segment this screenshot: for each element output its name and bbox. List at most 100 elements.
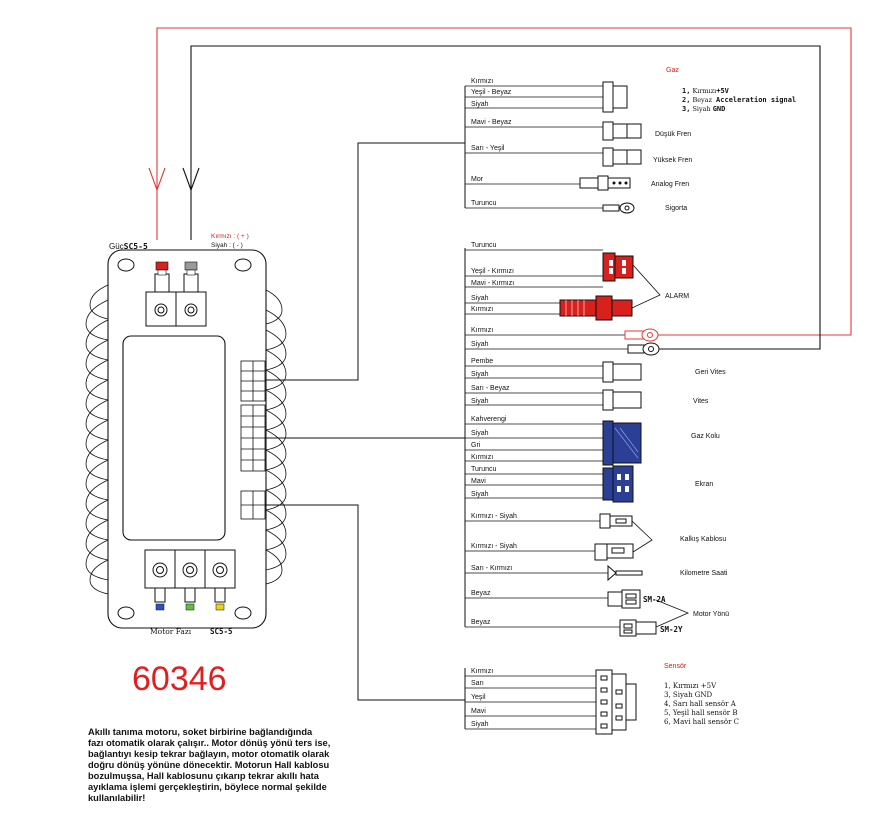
sensor-pin-list: 1, Kırmızı +5V 3, Siyah GND 4, Sarı hall… [664,682,739,726]
kalkis-connector-2 [594,543,634,561]
wire-label: Siyah [471,371,489,378]
gaz-connector [602,81,628,113]
power-polarity-red: Kırmızı : ( + ) [211,233,249,240]
wire-label: Yeşil [471,694,486,701]
motor-yonu-bracket [655,599,690,628]
wire-label: Kırmızı - Siyah [471,513,517,520]
negative-terminal-cap [184,261,198,271]
wire-label: Siyah [471,430,489,437]
model-number: 60346 [132,660,227,698]
wire-label: Turuncu [471,200,497,207]
sigorta-connector [602,202,635,214]
geri-vites-connector [602,361,642,383]
motor-phase-label: Motor Fazı [150,627,192,636]
wire-label: Kırmızı - Siyah [471,543,517,550]
vites-label: Vites [693,398,709,405]
wire-label: Yeşil - Kırmızı [471,268,514,275]
wire-label: Mor [471,176,484,183]
wire-label: Kırmızı [471,454,493,461]
sm-2y-connector [619,619,657,637]
motor-phase-code: SC5-5 [210,627,233,636]
svg-text:6, Mavi hall sensör C: 6, Mavi hall sensör C [664,718,739,726]
controller-fins [85,284,287,595]
wire-label: Sarı [471,680,484,687]
power-wires [148,27,852,350]
gaz-kolu-connector [602,420,642,466]
controller-panel [122,335,226,541]
sensor-title: Sensör [664,663,687,670]
black-power-wire [190,45,821,350]
alarm-bracket [631,264,661,309]
vites-connector [602,389,642,411]
sm-2a-label: SM-2A [643,595,666,604]
description-text: Akıllı tanıma motoru, soket birbirine ba… [88,727,331,803]
kilometre-connector [607,564,643,582]
yuksek-fren-label: Yüksek Fren [653,157,692,164]
wire-label: Mavi [471,478,486,485]
wire-label: Turuncu [471,466,497,473]
motor-yonu-label: Motor Yönü [693,611,729,618]
sigorta-label: Sigorta [665,205,687,212]
wire-label: Sarı - Beyaz [471,385,510,392]
phase-yellow-cap [215,603,225,611]
black-arrow-icon [182,167,200,192]
wire-label: Mavi [471,708,486,715]
alarm-connector-top [602,252,634,282]
wire-label: Kırmızı [471,327,493,334]
wire-label: Siyah [471,398,489,405]
wire-label: Mavi - Kırmızı [471,280,514,287]
wire-label: Siyah [471,101,489,108]
wire-label: Mavi - Beyaz [471,119,512,126]
wire-label: Sarı - Yeşil [471,145,505,152]
black-ring-terminal [627,342,660,356]
ekran-label: Ekran [695,481,713,488]
motor-phase-terminals [144,549,236,611]
alarm-label: ALARM [665,293,689,300]
analog-fren-label: Analog Fren [651,181,689,188]
kalkis-kablosu-label: Kalkış Kablosu [680,536,726,543]
sm-2y-label: SM-2Y [660,625,683,634]
alarm-connector-bottom [559,295,633,321]
wire-label: Beyaz [471,590,491,597]
wire-label: Kahverengi [471,416,507,423]
wire-label: Kırmızı [471,668,493,675]
positive-terminal-cap [155,261,169,271]
red-power-wire [156,27,852,336]
wire-label: Siyah [471,721,489,728]
mounting-holes [117,258,252,620]
sm-2a-connector [607,589,641,609]
yuksek-fren-connector [602,147,642,167]
gaz-kolu-label: Gaz Kolu [691,433,720,440]
wires [465,85,628,730]
wire-label: Turuncu [471,242,497,249]
svg-text:1,Kırmızı+5V: 1,Kırmızı+5V [682,87,730,95]
ekran-connector [602,465,634,503]
wire-label: Pembe [471,358,493,365]
dusuk-fren-label: Düşük Fren [655,131,691,138]
wire-label: Kırmızı [471,78,493,85]
svg-text:1, Kırmızı +5V: 1, Kırmızı +5V [664,682,717,690]
kilometre-saati-label: Kilometre Saati [680,570,728,577]
dusuk-fren-connector [602,121,642,141]
geri-vites-label: Geri Vites [695,369,726,376]
sensor-connector [595,669,637,735]
wire-label: Siyah [471,491,489,498]
wire-label: Siyah [471,295,489,302]
wire-label: Gri [471,442,481,449]
wire-label: Beyaz [471,619,491,626]
svg-text:4, Sarı hall sensör A: 4, Sarı hall sensör A [664,700,737,708]
phase-green-cap [185,603,195,611]
gaz-title: Gaz [666,67,679,74]
controller [85,249,287,629]
analog-fren-connector [579,175,631,191]
power-label: GüçSC5-5 [109,242,148,251]
red-ring-terminal [624,328,659,342]
kalkis-connector-1 [599,513,633,529]
wire-label: Sarı - Kırmızı [471,565,512,572]
wire-label: Kırmızı [471,306,493,313]
wire-label: Siyah [471,341,489,348]
